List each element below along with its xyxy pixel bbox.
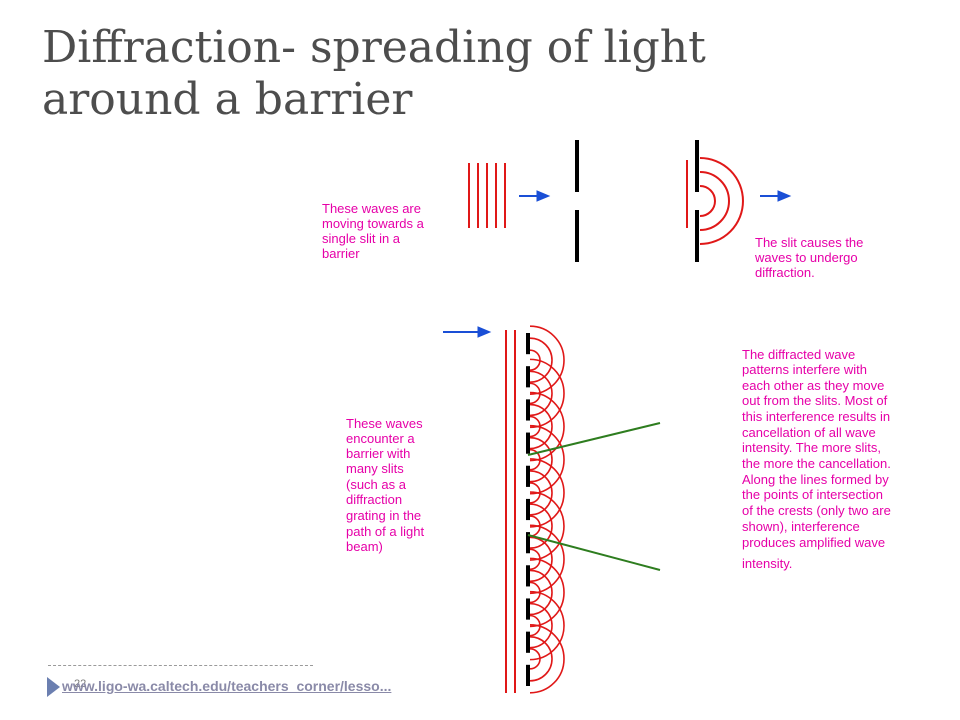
caption-top-right: The slit causes the waves to undergo dif… [754,235,863,280]
diffracted-wavefront [529,436,553,483]
caption-bottom-right-line: each other as they move [742,378,884,393]
diffracted-wavefront [529,569,553,616]
footer-divider [48,665,313,666]
diffracted-wavefront [529,536,553,583]
diffracted-wavefront [529,624,565,694]
slide-title: Diffraction- spreading of light around a… [42,22,862,126]
caption-bottom-left-line: These waves [346,416,423,431]
caption-bottom-right-line: intensity. The more slits, [742,440,881,455]
caption-bottom-right-line: the more the cancellation. [742,456,891,471]
caption-top-right-line: diffraction. [755,265,815,280]
caption-bottom-right-line: produces amplified wave [742,535,885,550]
caption-bottom-left-line: (such as a [346,477,407,492]
slide-title-line-2: around a barrier [42,74,413,125]
diffracted-wavefront [529,491,565,561]
slide-title-line-1: Diffraction- spreading of light [42,22,706,73]
caption-top-left-line: These waves are [322,201,421,216]
caption-top-right-line: The slit causes the [755,235,863,250]
caption-top-right-line: waves to undergo [754,250,858,265]
caption-bottom-left-line: beam) [346,539,383,554]
caption-bottom-right-line: intensity. [742,556,792,571]
diffracted-wavefront [529,470,553,516]
caption-bottom-right-line: The diffracted wave [742,347,855,362]
diffracted-wavefront [529,337,553,383]
diffracted-wavefront [529,370,553,417]
caption-bottom-right-line: Along the lines formed by [742,472,889,487]
grating-diffracted-waves [529,325,565,694]
diffracted-wavefront [529,503,553,549]
diffracted-wavefront [529,424,565,495]
caption-bottom-right-line: shown), interference [742,519,860,534]
diffracted-wavefront [529,403,553,450]
caption-bottom-right: The diffracted wave patterns interfere w… [742,347,891,571]
diffracted-wavefront [529,458,565,528]
diffracted-wavefront [529,524,565,595]
arrow-right-icon [760,190,792,202]
caption-bottom-left-line: barrier with [346,446,410,461]
caption-bottom-right-line: of the crests (only two are [742,503,891,518]
caption-top-left-line: moving towards a [322,216,425,231]
diffracted-wavefront [529,325,565,395]
caption-bottom-left-line: diffraction [346,492,402,507]
grating-incoming-waves [505,330,516,693]
page-number: 22 [74,678,87,690]
amplified-intensity-lines [527,422,661,571]
diffracted-wavefront [529,557,565,628]
diffracted-wavefront [529,590,565,661]
source-link[interactable]: www.ligo-wa.caltech.edu/teachers_corner/… [62,678,392,694]
arrow-right-icon [519,190,551,202]
diffracted-wavefront [529,391,565,462]
caption-bottom-left: These waves encounter a barrier with man… [346,416,424,554]
footer-triangle-icon [47,677,60,697]
caption-top-left-line: single slit in a [322,231,401,246]
caption-bottom-left-line: encounter a [346,431,415,446]
caption-bottom-right-line: this interference results in [742,409,890,424]
diffracted-wavefront [529,648,541,670]
caption-bottom-right-line: the points of intersection [742,487,883,502]
diffracted-wavefront [529,358,565,429]
caption-top-left-line: barrier [322,246,360,261]
caption-bottom-left-line: many slits [346,461,404,476]
caption-bottom-right-line: patterns interfere with [742,362,867,377]
diffracted-wavefront [529,636,553,682]
single-slit-diffracted-waves [699,157,744,245]
arrow-right-icon [443,326,492,338]
caption-bottom-right-line: cancellation of all wave [742,425,876,440]
caption-bottom-left-line: grating in the [346,508,421,523]
caption-bottom-right-line: out from the slits. Most of [742,393,888,408]
caption-bottom-left-line: path of a light [346,524,424,539]
caption-top-left: These waves are moving towards a single … [322,201,425,261]
diffracted-wavefront [529,602,553,649]
single-slit-incoming-waves [468,163,506,228]
